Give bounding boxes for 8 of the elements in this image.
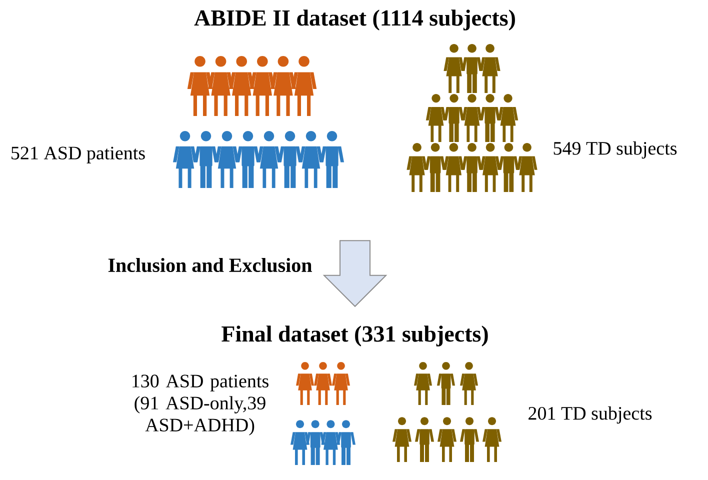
block-arrow (322, 240, 388, 308)
label-text: 201 TD subjects (528, 406, 652, 424)
label-text: 549 TD subjects (554, 141, 677, 159)
label-text: 521 ASD patients (12, 146, 145, 164)
heading: Final dataset (331 subjects) (222, 326, 488, 346)
heading: ABIDE II dataset (1114 subjects) (194, 10, 515, 30)
edge-label: Inclusion and Exclusion (106, 256, 314, 274)
label-text: 130 ASD patients (91 ASD-only,39 ASD+ADHD) (132, 374, 268, 436)
